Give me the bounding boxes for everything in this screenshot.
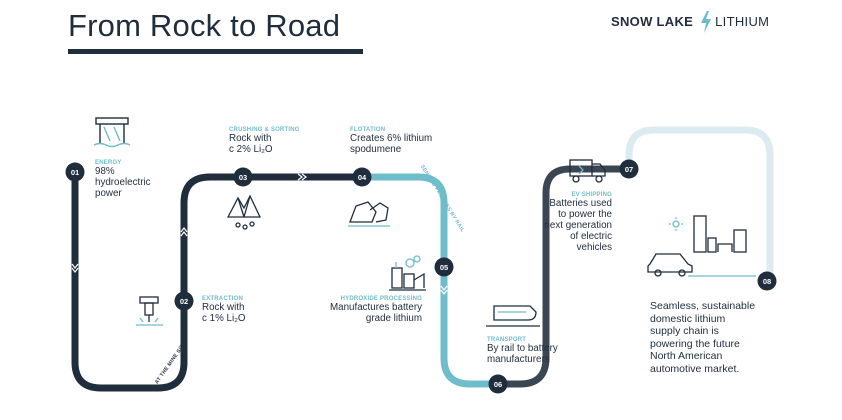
step-category: FLOTATION [350, 127, 386, 133]
step-node-02: 02 [174, 291, 194, 311]
svg-text:07: 07 [625, 165, 633, 174]
step-node-03: 03 [233, 167, 253, 187]
city-car-icon [647, 215, 756, 277]
brand-logo: SNOW LAKE LITHIUM [611, 14, 769, 29]
step-category: HYDROXIDE PROCESSING [340, 296, 422, 302]
track-segment-rail [362, 173, 498, 388]
brand-suffix: LITHIUM [715, 14, 770, 29]
lightning-bolt-icon [701, 11, 711, 33]
train-icon [486, 305, 540, 327]
step-category: ENERGY [95, 160, 122, 166]
step-node-08: 08 [757, 271, 777, 291]
svg-text:04: 04 [358, 173, 367, 182]
truck-icon [569, 159, 606, 183]
page-title: From Rock to Road [68, 8, 341, 43]
processing-plant-icon [389, 255, 426, 291]
step-node-01: 01 [65, 162, 85, 182]
step-node-05: 05 [434, 257, 454, 277]
step-node-06: 06 [488, 374, 508, 394]
jackhammer-icon [136, 296, 163, 326]
hydro-dam-icon [93, 117, 131, 148]
rocks-icon [348, 201, 390, 227]
svg-text:01: 01 [71, 168, 79, 177]
title-underline [68, 49, 363, 54]
step-node-04: 04 [352, 167, 372, 187]
step-category: TRANSPORT [487, 337, 527, 343]
step-category: EXTRACTION [202, 296, 243, 302]
step-05-text: HYDROXIDE PROCESSING Manufactures batter… [312, 296, 422, 324]
step-category: CRUSHING & SORTING [229, 127, 300, 133]
step-node-07: 07 [619, 159, 639, 179]
rock-crusher-icon [226, 194, 262, 230]
svg-text:08: 08 [763, 277, 771, 286]
svg-text:06: 06 [494, 380, 502, 389]
svg-text:05: 05 [440, 263, 448, 272]
track-segment-ev [625, 126, 774, 284]
svg-text:02: 02 [180, 297, 188, 306]
svg-text:03: 03 [239, 173, 247, 182]
track-segment-mine [71, 172, 362, 392]
step-category: EV SHIPPING [571, 192, 612, 198]
track-segment-market [498, 165, 629, 388]
brand-name: SNOW LAKE [611, 14, 694, 29]
